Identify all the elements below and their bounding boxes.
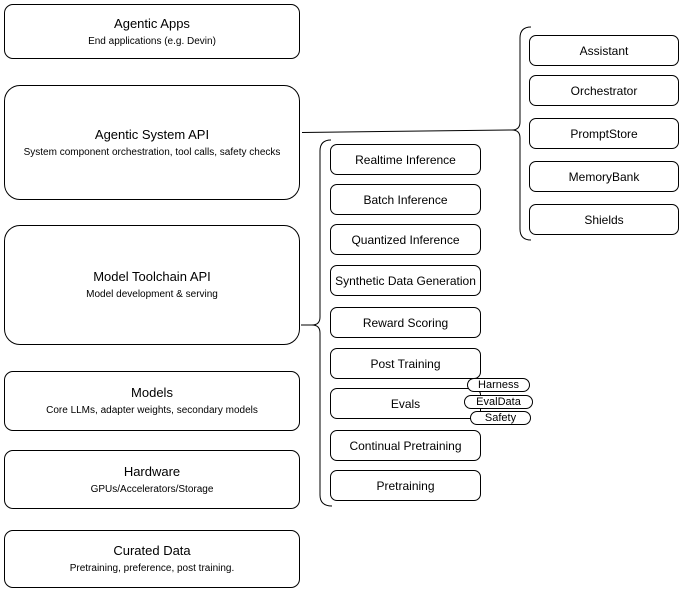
tag-evaldata: EvalData	[464, 395, 533, 409]
node-title: Model Toolchain API	[93, 269, 211, 284]
node-agentic-apps: Agentic Apps End applications (e.g. Devi…	[4, 4, 300, 59]
node-synthetic-data-generation: Synthetic Data Generation	[330, 265, 481, 296]
system-bracket	[511, 26, 532, 241]
node-evals: Evals	[330, 388, 481, 419]
node-pretraining: Pretraining	[330, 470, 481, 501]
node-title: Models	[131, 385, 173, 400]
node-batch-inference: Batch Inference	[330, 184, 481, 215]
node-subtitle: System component orchestration, tool cal…	[23, 146, 281, 158]
tag-harness: Harness	[467, 378, 530, 392]
node-quantized-inference: Quantized Inference	[330, 224, 481, 255]
node-subtitle: Core LLMs, adapter weights, secondary mo…	[46, 405, 258, 416]
node-orchestrator: Orchestrator	[529, 75, 679, 106]
system-connector-line	[301, 129, 513, 133]
node-title: Agentic System API	[94, 126, 210, 142]
node-title: Curated Data	[113, 543, 191, 558]
node-title: Hardware	[123, 463, 181, 479]
node-reward-scoring: Reward Scoring	[330, 307, 481, 338]
node-shields: Shields	[529, 204, 679, 235]
node-subtitle: Model development & serving	[86, 289, 218, 300]
node-subtitle: Pretraining, preference, post training.	[69, 563, 235, 574]
node-post-training: Post Training	[330, 348, 481, 379]
node-subtitle: GPUs/Accelerators/Storage	[90, 483, 214, 495]
tag-safety: Safety	[470, 411, 531, 425]
node-promptstore: PromptStore	[529, 118, 679, 149]
node-curated-data: Curated Data Pretraining, preference, po…	[4, 530, 300, 588]
node-subtitle: End applications (e.g. Devin)	[88, 35, 216, 47]
node-agentic-system-api: Agentic System API System component orch…	[4, 85, 300, 200]
node-assistant: Assistant	[529, 35, 679, 66]
node-title: Agentic Apps	[114, 15, 190, 31]
node-memorybank: MemoryBank	[529, 161, 679, 192]
node-models: Models Core LLMs, adapter weights, secon…	[4, 371, 300, 431]
toolchain-bracket	[311, 139, 333, 507]
node-model-toolchain-api: Model Toolchain API Model development & …	[4, 225, 300, 345]
node-hardware: Hardware GPUs/Accelerators/Storage	[4, 450, 300, 509]
node-continual-pretraining: Continual Pretraining	[330, 430, 481, 461]
node-realtime-inference: Realtime Inference	[330, 144, 481, 175]
